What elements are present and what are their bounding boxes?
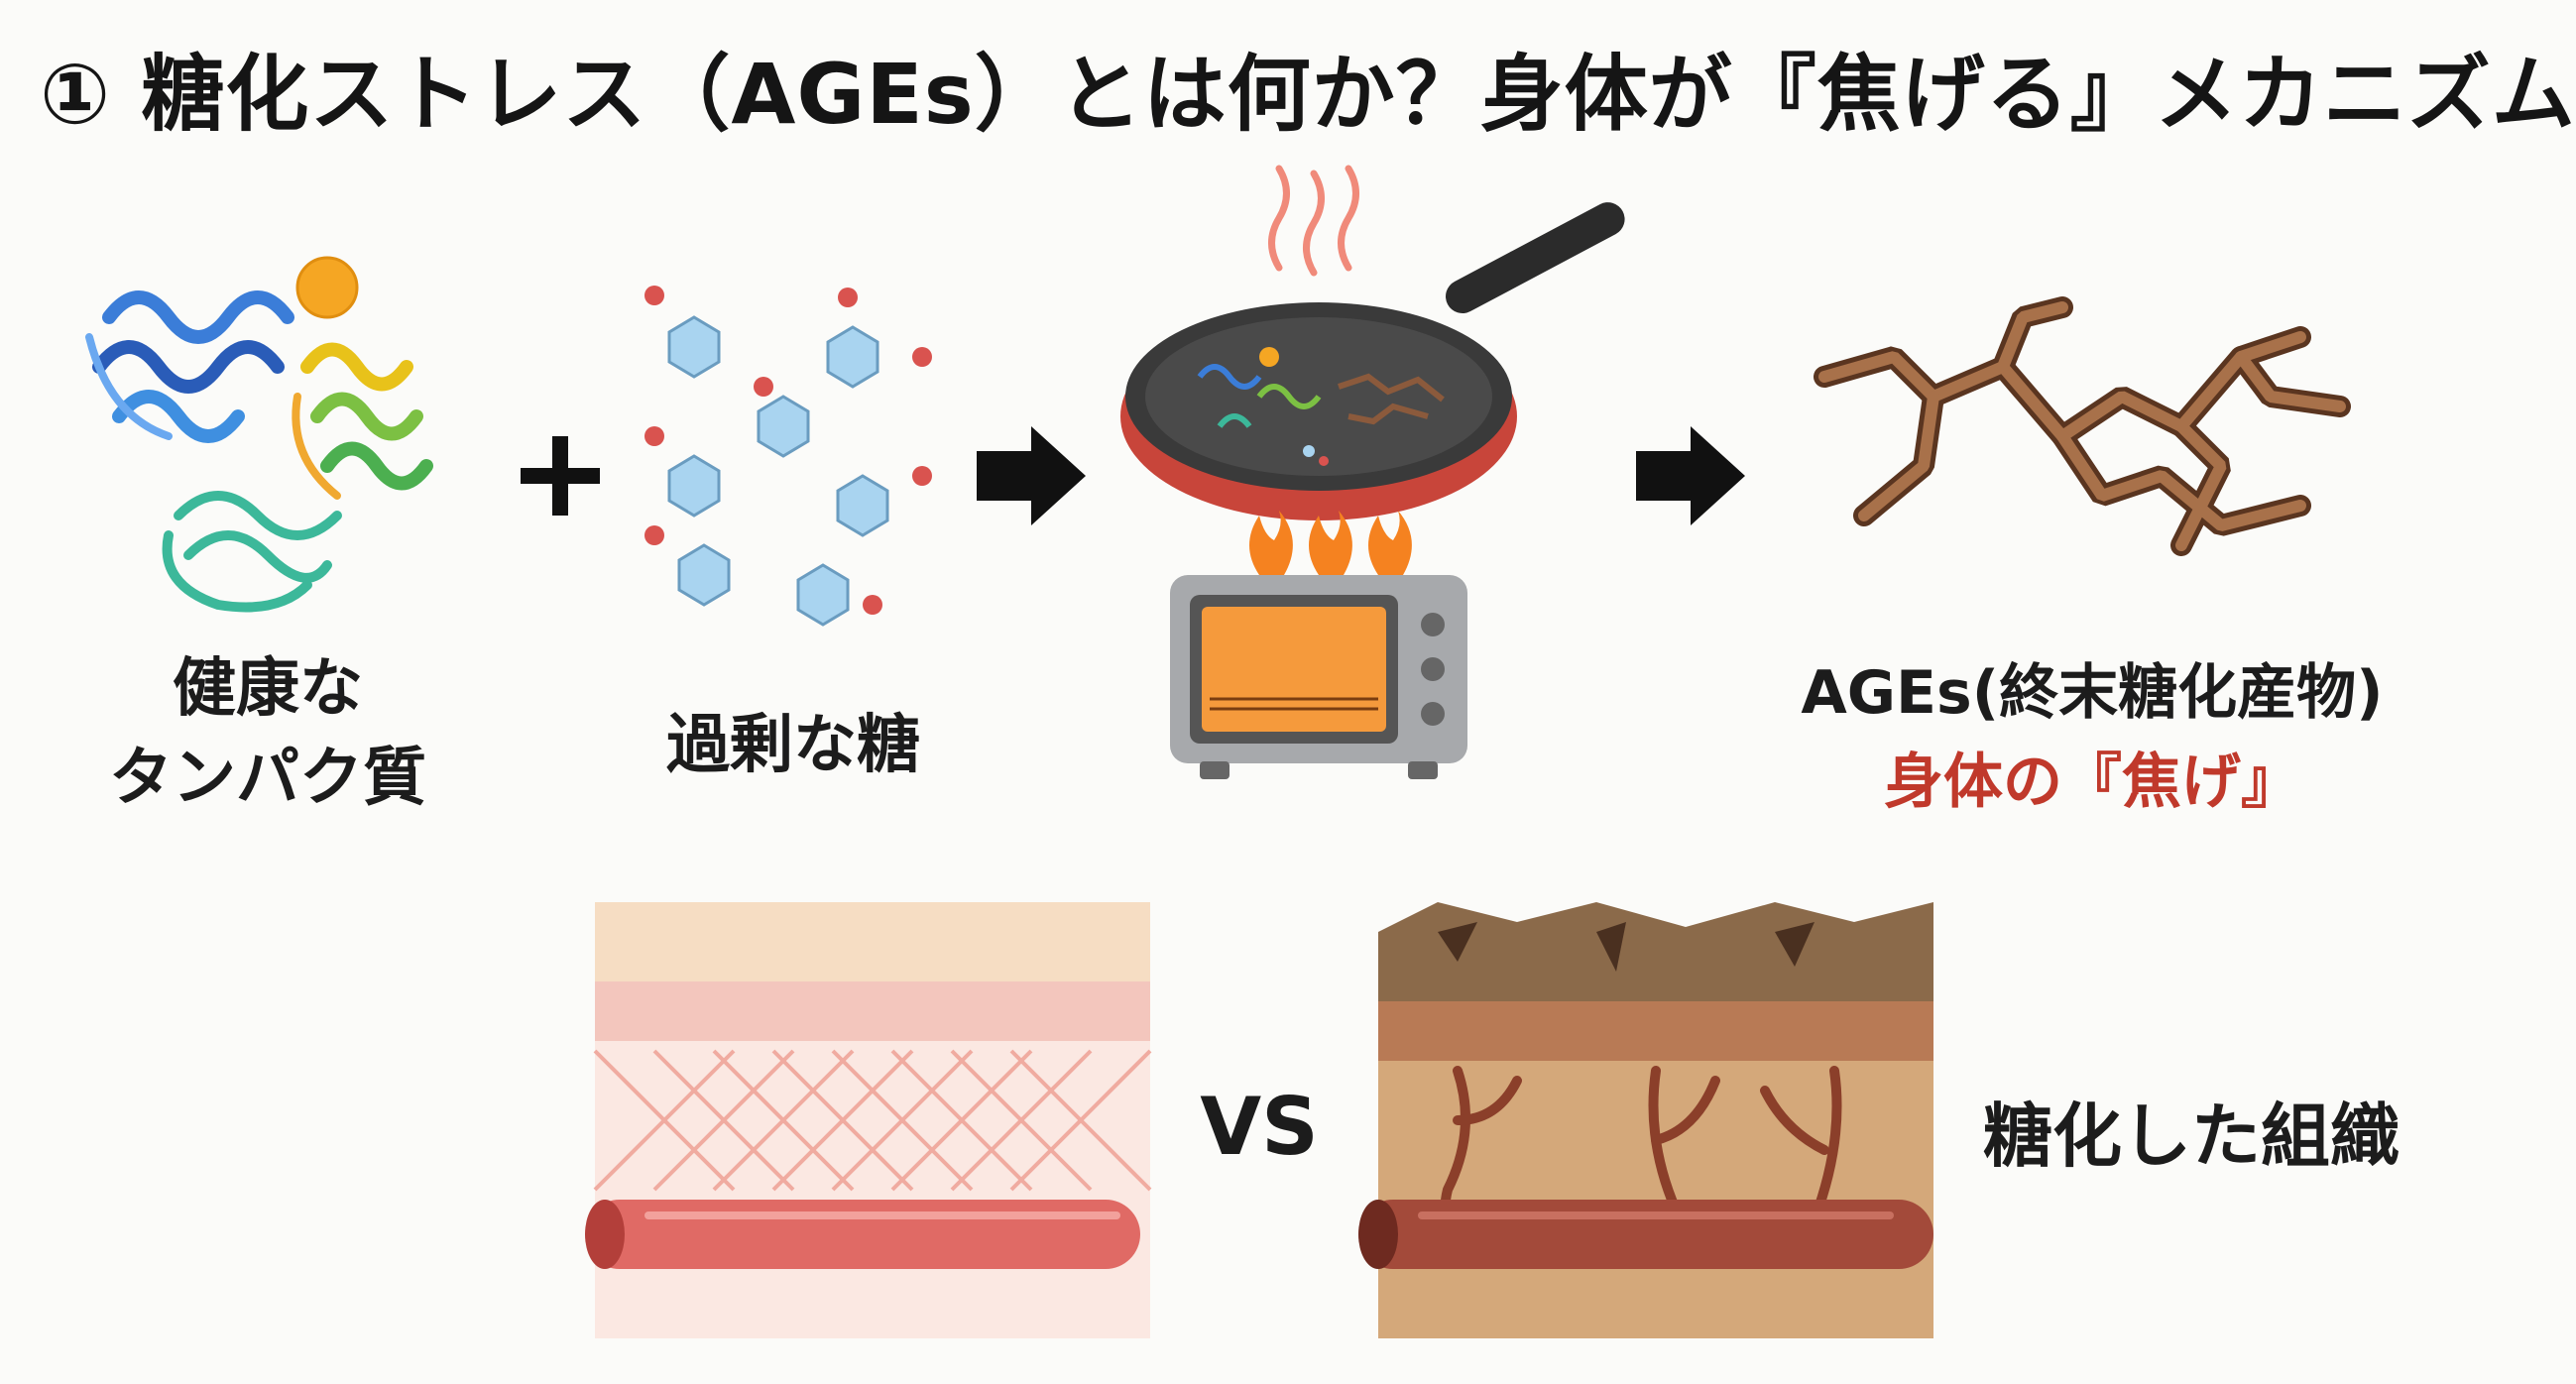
body-burn-label: 身体の『焦げ』 <box>1884 748 2300 817</box>
ages-illustration <box>1814 296 2351 556</box>
excess-sugar-label: 過剰な糖 <box>666 709 920 782</box>
healthy-protein-label: 健康な タンパク質 <box>59 644 476 823</box>
plus-icon <box>521 436 600 516</box>
healthy-protein-label-line1: 健康な <box>173 652 363 726</box>
healthy-protein-label-line2: タンパク質 <box>109 742 426 815</box>
protein-illustration <box>85 256 433 613</box>
vs-label: VS <box>1200 1081 1319 1173</box>
arrow-right-icon <box>977 426 1086 525</box>
flame-icon <box>1249 511 1412 575</box>
ages-label: AGEs(終末糖化産物) <box>1801 658 2384 728</box>
oven-icon <box>1170 575 1467 779</box>
healthy-tissue-illustration <box>585 902 1152 1338</box>
steam-icon <box>1268 165 1359 277</box>
arrow-right-icon-2 <box>1636 426 1745 525</box>
page-title: ① 糖化ストレス（AGEs）とは何か？身体が『焦げる』メカニズム <box>40 46 2576 143</box>
glycated-tissue-label: 糖化した組織 <box>1983 1096 2400 1177</box>
sugar-molecules-illustration <box>644 286 932 627</box>
glycated-tissue-illustration <box>1358 902 1933 1338</box>
cooking-illustration <box>1120 165 1625 779</box>
